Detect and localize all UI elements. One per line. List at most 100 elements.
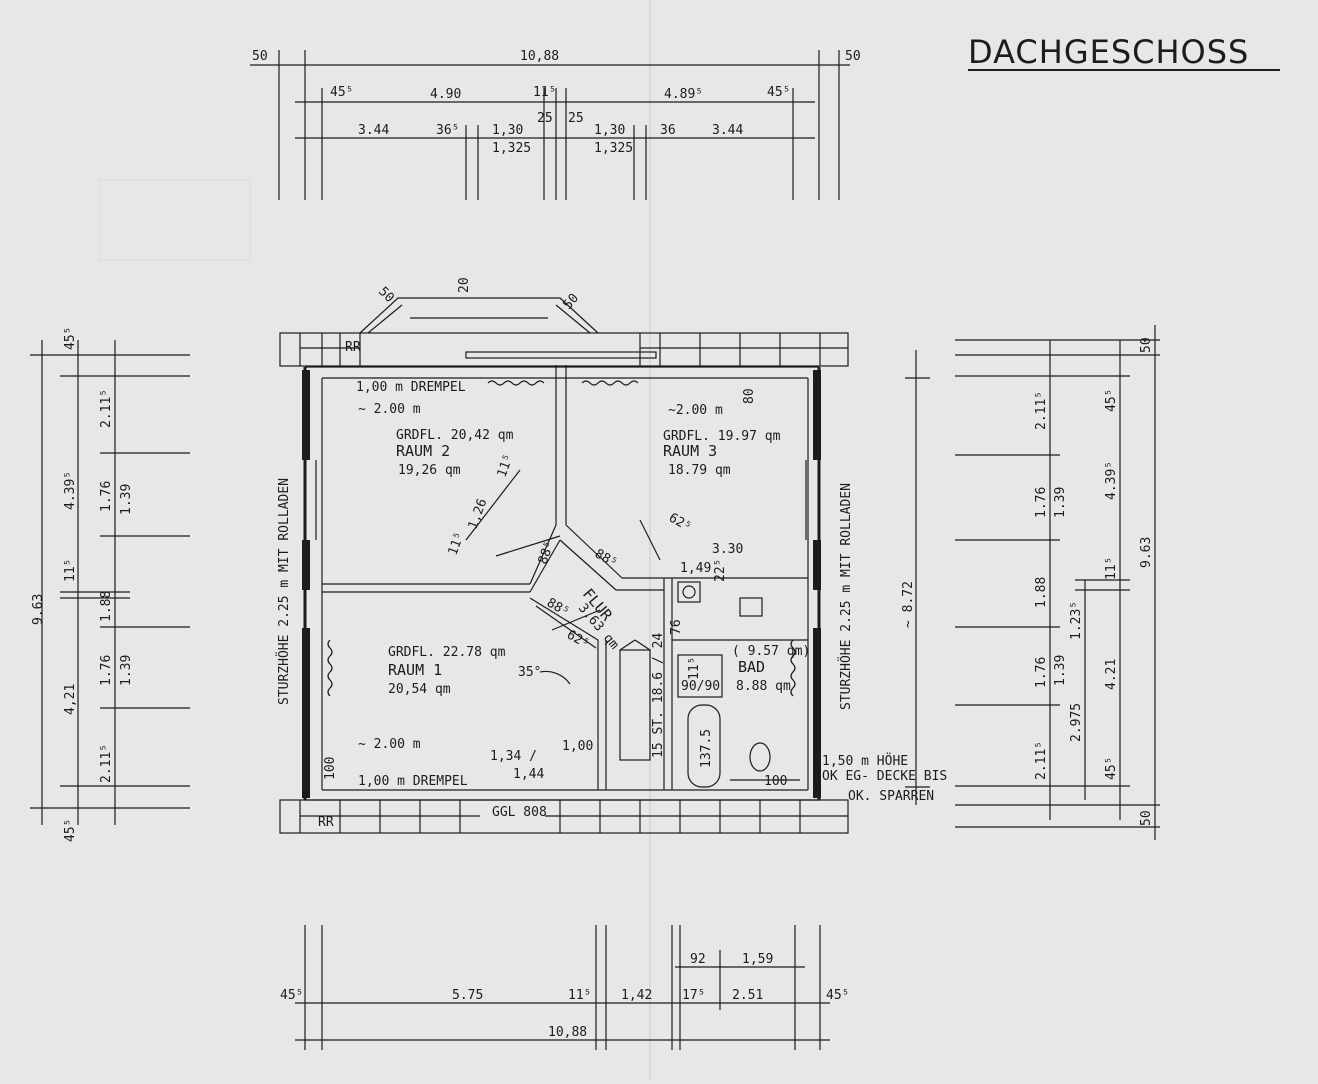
raum1-area: 20,54 qm: [388, 682, 451, 697]
dim-144: 1,44: [513, 767, 544, 782]
dim-top-r3-10: 3.44: [712, 123, 743, 138]
drempel-top: 1,00 m DREMPEL: [356, 380, 466, 395]
dim-50b: 50: [561, 291, 583, 313]
dim-right-50-top: 50: [1139, 337, 1154, 353]
dim-left-c3-2: 1.39: [119, 655, 134, 686]
window-ggl: GGL 808: [492, 805, 547, 820]
dim-left-c1-4: 4,21: [63, 684, 78, 715]
dim-right-c1: 1.23⁵: [1069, 601, 1084, 640]
dim-20: 20: [457, 277, 472, 293]
dim-bot-total: 10,88: [548, 1025, 587, 1040]
dim-right-c2: 45⁵: [1104, 757, 1119, 780]
dim-right-a5: 2.11⁵: [1034, 741, 1049, 780]
bottom-dimension-chain: 92 1,59 45⁵ 5.75 11⁵ 1,42 17⁵ 2.51 45⁵ 1…: [280, 925, 849, 1050]
dim-right-d1: 45⁵: [1104, 389, 1119, 412]
dim-top-r3-6: 25: [568, 111, 584, 126]
dim-right-872: ~ 8.72: [901, 581, 916, 628]
height-150: 1,50 m HÖHE: [822, 752, 908, 769]
dim-80: 80: [742, 388, 757, 404]
sturz-left: STURZHÖHE 2.25 m MIT ROLLADEN: [275, 478, 292, 705]
dim-330: 3.30: [712, 542, 743, 557]
dim-right-d2: 4.39⁵: [1104, 461, 1119, 500]
dim-bot-r2-3: 11⁵: [568, 988, 591, 1003]
rr-bottom: RR: [318, 815, 334, 830]
dim-top-r3-5: 25: [537, 111, 553, 126]
dim-134: 1,34 /: [490, 749, 537, 764]
shower-size: 90/90: [681, 679, 720, 694]
drempel-bottom: 1,00 m DREMPEL: [358, 774, 468, 789]
room-labels: 1,00 m DREMPEL ~ 2.00 m ~2.00 m 80 GRDFL…: [275, 277, 947, 830]
dim-left-c1-1: 45⁵: [63, 327, 78, 350]
width-raum1: ~ 2.00 m: [358, 737, 421, 752]
dim-76: 76: [669, 619, 684, 635]
faded-stamp: [99, 179, 251, 261]
dim-left-c2-3: 1.88: [99, 591, 114, 622]
dim-bot-r2-7: 45⁵: [826, 988, 849, 1003]
raum3-grdfl: GRDFL. 19.97 qm: [663, 429, 781, 444]
dim-100c: 100: [764, 774, 787, 789]
dim-right-a4: 1.76: [1034, 657, 1049, 688]
stairs-label: 15 ST. 18.6 / 24: [651, 633, 666, 758]
raum3-name: RAUM 3: [663, 442, 717, 460]
bad-area: 8.88 qm: [736, 679, 791, 694]
dim-right-a2: 1.76: [1034, 487, 1049, 518]
raum2-name: RAUM 2: [396, 442, 450, 460]
dim-top-r2-4: 4.89⁵: [664, 87, 703, 102]
dim-top-r2-3: 11⁵: [533, 85, 556, 100]
dim-top-total: 10,88: [520, 49, 559, 64]
dim-right-b1: 1.39: [1053, 487, 1068, 518]
right-dimension-chain: ~ 8.72 9.63 2.11⁵ 1.76 1.88 1.76 2.11⁵ 1…: [901, 325, 1160, 840]
dim-left-c2-1: 2.11⁵: [99, 389, 114, 428]
dim-top-right-50: 50: [845, 49, 861, 64]
raum1-grdfl: GRDFL. 22.78 qm: [388, 645, 506, 660]
dim-bot-r2-2: 5.75: [452, 988, 483, 1003]
sturz-right: STURZHÖHE 2.25 m MIT ROLLADEN: [837, 483, 854, 710]
width-raum2: ~ 2.00 m: [358, 402, 421, 417]
dim-225: 22⁵: [713, 559, 728, 582]
ok-eg-decke: OK EG- DECKE BIS: [822, 769, 947, 784]
dim-top-r3-7: 1,30: [594, 123, 625, 138]
dim-126: 1,26: [466, 497, 491, 532]
dim-left-c1-3: 11⁵: [63, 559, 78, 582]
dim-625b: 62⁵: [564, 627, 592, 652]
dim-top-r3-3: 1,30: [492, 123, 523, 138]
dim-top-r2-5: 45⁵: [767, 85, 790, 100]
raum1-name: RAUM 1: [388, 661, 442, 679]
angle-35: 35°: [518, 665, 541, 680]
dim-top-left-50: 50: [252, 49, 268, 64]
dim-625a: 62⁵: [666, 510, 694, 535]
dim-left-total: 9.63: [31, 594, 46, 625]
dim-left-c2-4: 1.76: [99, 655, 114, 686]
dim-top-r3-2: 36⁵: [436, 123, 459, 138]
dim-115a: 11⁵: [446, 530, 468, 557]
bad-grdfl: ( 9.57 qm): [732, 644, 810, 659]
dim-right-c3: 11⁵: [1104, 557, 1119, 580]
dim-right-total: 9.63: [1139, 537, 1154, 568]
dim-885a: 88⁵: [536, 539, 558, 566]
dim-top-r3-9: 36: [660, 123, 676, 138]
plan-title: DACHGESCHOSS: [968, 33, 1249, 71]
dim-top-r2-1: 45⁵: [330, 85, 353, 100]
dim-left-c2-2: 1.76: [99, 481, 114, 512]
raum2-area: 19,26 qm: [398, 463, 461, 478]
rr-top: RR: [345, 340, 361, 355]
dim-top-r2-2: 4.90: [430, 87, 461, 102]
dim-100: 1,00: [562, 739, 593, 754]
building-outline: [279, 297, 849, 834]
dim-115c: 11⁵: [687, 657, 702, 680]
dim-right-b2: 1.39: [1053, 655, 1068, 686]
dim-right-a1: 2.11⁵: [1034, 391, 1049, 430]
width-raum3: ~2.00 m: [668, 403, 723, 418]
dim-bot-r2-5: 17⁵: [682, 988, 705, 1003]
dim-right-a3: 1.88: [1034, 577, 1049, 608]
ok-sparren: OK. SPARREN: [848, 789, 934, 804]
dim-885b: 88⁵: [592, 546, 620, 571]
dim-bot-r2-6: 2.51: [732, 988, 763, 1003]
bath-length: 137.5: [699, 729, 714, 768]
dim-top-r3-8: 1,325: [594, 141, 633, 156]
dim-bot-92: 92: [690, 952, 706, 967]
dim-100b: 100: [323, 757, 338, 780]
bad-name: BAD: [738, 658, 765, 676]
